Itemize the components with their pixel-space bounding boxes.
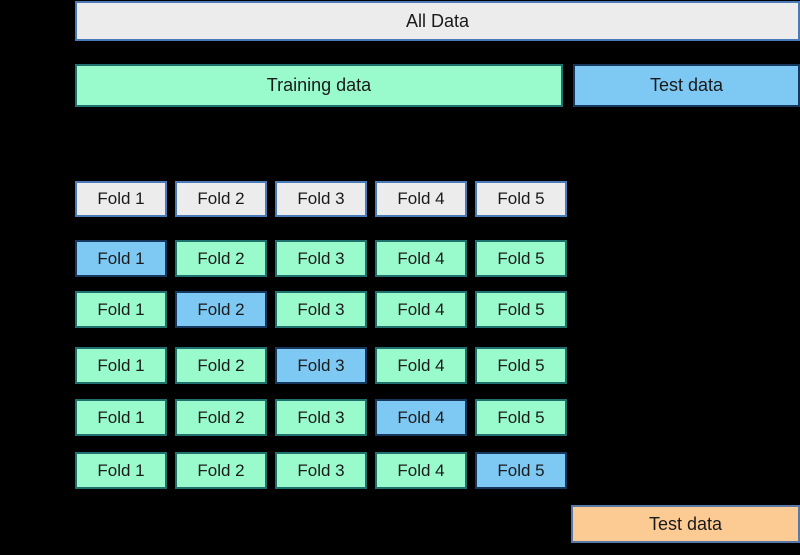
fold-cell-row2-col4: Fold 4: [375, 291, 467, 328]
fold-cell-row3-col1: Fold 1: [75, 347, 167, 384]
fold-header-cell-5: Fold 5: [475, 181, 567, 217]
fold-cell-row3-col5: Fold 5: [475, 347, 567, 384]
fold-cell-row2-col1: Fold 1: [75, 291, 167, 328]
final-test-data-box: Test data: [571, 505, 800, 543]
fold-cell-row2-col2: Fold 2: [175, 291, 267, 328]
fold-cell-row1-col3: Fold 3: [275, 240, 367, 277]
fold-cell-row5-col2: Fold 2: [175, 452, 267, 489]
fold-cell-row5-col4: Fold 4: [375, 452, 467, 489]
fold-cell-row1-col5: Fold 5: [475, 240, 567, 277]
fold-cell-row1-col4: Fold 4: [375, 240, 467, 277]
fold-header-cell-1: Fold 1: [75, 181, 167, 217]
fold-cell-row3-col3: Fold 3: [275, 347, 367, 384]
fold-cell-row1-col1: Fold 1: [75, 240, 167, 277]
all-data-label: All Data: [405, 10, 470, 31]
test-data-box: Test data: [573, 64, 800, 107]
fold-cell-row4-col3: Fold 3: [275, 399, 367, 436]
fold-cell-row5-col3: Fold 3: [275, 452, 367, 489]
fold-cell-row3-col4: Fold 4: [375, 347, 467, 384]
final-test-data-label: Test data: [648, 513, 723, 534]
test-data-label: Test data: [649, 75, 724, 95]
fold-cell-row5-col1: Fold 1: [75, 452, 167, 489]
fold-header-cell-4: Fold 4: [375, 181, 467, 217]
fold-cell-row1-col2: Fold 2: [175, 240, 267, 277]
training-data-label: Training data: [266, 75, 372, 95]
fold-header-cell-3: Fold 3: [275, 181, 367, 217]
training-data-box: Training data: [75, 64, 563, 107]
fold-cell-row4-col5: Fold 5: [475, 399, 567, 436]
fold-cell-row4-col2: Fold 2: [175, 399, 267, 436]
fold-cell-row4-col1: Fold 1: [75, 399, 167, 436]
fold-cell-row2-col5: Fold 5: [475, 291, 567, 328]
fold-header-cell-2: Fold 2: [175, 181, 267, 217]
fold-cell-row3-col2: Fold 2: [175, 347, 267, 384]
fold-cell-row2-col3: Fold 3: [275, 291, 367, 328]
fold-cell-row4-col4: Fold 4: [375, 399, 467, 436]
all-data-box: All Data: [75, 1, 800, 41]
fold-cell-row5-col5: Fold 5: [475, 452, 567, 489]
